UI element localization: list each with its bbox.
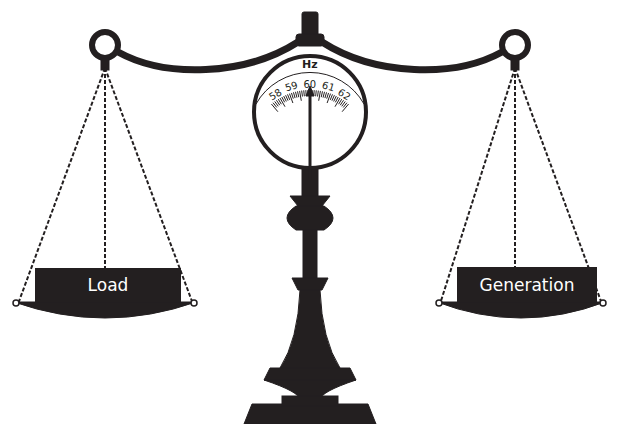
beam-left [118, 42, 298, 70]
box-text: Generation [480, 275, 575, 295]
beam-right [322, 42, 502, 70]
pan-left [14, 302, 196, 318]
scale-tick [342, 104, 348, 112]
scale-tick [327, 94, 330, 103]
scale-tick [317, 91, 319, 97]
weight-box: Load [35, 268, 181, 302]
chains [18, 68, 602, 304]
pan-right [437, 302, 605, 318]
ring-left [92, 32, 118, 58]
scale-number: 60 [304, 79, 317, 90]
stand [244, 166, 376, 424]
scale-tick [289, 94, 292, 103]
scale-tick [288, 94, 290, 100]
scale-tick [293, 92, 295, 98]
scale-tick [291, 93, 293, 99]
scale-tick [319, 91, 321, 101]
scale-tick [321, 91, 322, 97]
ring-right [502, 32, 528, 58]
scale-tick [315, 90, 317, 96]
box-text: Load [88, 275, 129, 295]
scale-tick [298, 91, 299, 97]
scale-tick [295, 92, 296, 98]
needle [309, 90, 312, 180]
scale-tick [323, 92, 324, 98]
scale-tick [327, 93, 329, 99]
scale-tick [303, 90, 305, 96]
weight-box: Generation [457, 267, 597, 302]
scale-tick [325, 92, 327, 98]
beam-hub [296, 34, 324, 46]
unit-label: Hz [302, 58, 318, 71]
scale-tick [301, 91, 303, 97]
scale-tick [300, 91, 302, 101]
